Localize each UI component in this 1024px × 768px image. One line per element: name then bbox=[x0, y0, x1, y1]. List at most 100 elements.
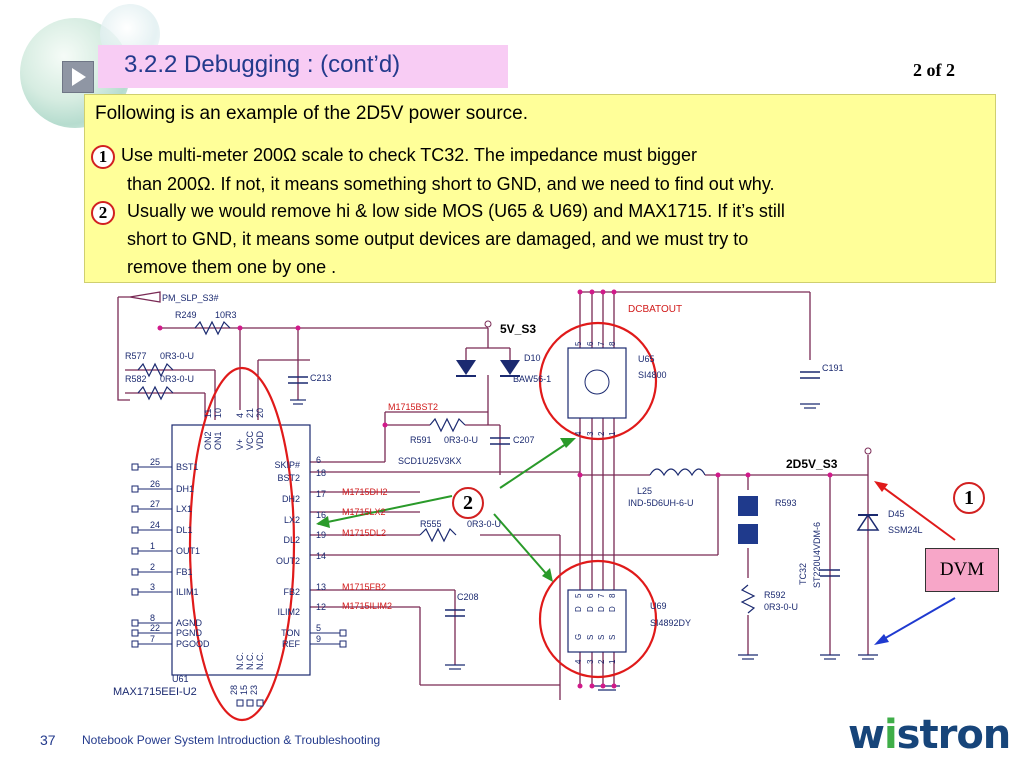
u61-pin-number: 25 bbox=[150, 457, 160, 467]
u61-pin-number: 3 bbox=[150, 582, 155, 592]
u61-pin-number: 26 bbox=[150, 479, 160, 489]
u69-pin-number: 4 bbox=[574, 659, 583, 664]
u61-pin-labels: BST125DH126LX127DL124OUT11FB12ILIM13AGND… bbox=[131, 341, 617, 707]
net-lx2-label: M1715LX2 bbox=[342, 507, 386, 517]
u61-highlight-ellipse bbox=[188, 366, 296, 722]
slide-title-bar: 3.2.2 Debugging : (cont’d) bbox=[98, 45, 508, 88]
u65-pin-number: 4 bbox=[574, 431, 583, 436]
step-number-1: 1 bbox=[91, 145, 115, 169]
step1-line1: Use multi-meter 200Ω scale to check TC32… bbox=[121, 145, 698, 165]
u61-pin-bst1: BST1 bbox=[176, 462, 199, 472]
u61-pin-number: 14 bbox=[316, 551, 326, 561]
u69-mosfet-body bbox=[567, 589, 627, 653]
u61-pin-skip: SKIP# bbox=[274, 460, 300, 470]
intro-text: Following is an example of the 2D5V powe… bbox=[95, 103, 529, 124]
u61-pin-dh2: DH2 bbox=[282, 494, 300, 504]
u69-label: U69 bbox=[650, 601, 667, 611]
u61-pin-number: 10 bbox=[213, 408, 223, 418]
u69-pin-letter: S bbox=[586, 635, 595, 640]
u65-part: SI4800 bbox=[638, 370, 667, 380]
u61-pin-number: 11 bbox=[203, 409, 213, 418]
u61-pin-bst2: BST2 bbox=[277, 473, 300, 483]
u61-pin-number: 24 bbox=[150, 520, 160, 530]
u61-pin-number: 19 bbox=[316, 530, 326, 540]
u61-pin-lx1: LX1 bbox=[176, 504, 192, 514]
u61-pin-nc: N.C. bbox=[255, 652, 265, 670]
u61-pin-number: 1 bbox=[150, 541, 155, 551]
u61-pin-number: 7 bbox=[150, 634, 155, 644]
d10-label: D10 bbox=[524, 353, 541, 363]
u69-pin-letter: S bbox=[597, 635, 606, 640]
u69-pin-number: 5 bbox=[574, 593, 583, 598]
u61-pin-number: 28 bbox=[229, 685, 239, 695]
u61-pin-pad bbox=[131, 640, 139, 648]
u69-pin-letter: D bbox=[597, 606, 606, 612]
u65-pin-number: 1 bbox=[608, 431, 617, 436]
u61-pin-pgnd: PGND bbox=[176, 628, 203, 638]
c213-label: C213 bbox=[310, 373, 332, 383]
d45-label: D45 bbox=[888, 509, 905, 519]
u61-part: MAX1715EEI-U2 bbox=[113, 686, 197, 698]
step2-line1: Usually we would remove hi & low side MO… bbox=[127, 201, 785, 221]
u61-pin-number: 21 bbox=[245, 408, 255, 418]
r591-value: 0R3-0-U bbox=[444, 435, 478, 445]
r577-label: R577 bbox=[125, 351, 147, 361]
u61-pin-number: 16 bbox=[316, 510, 326, 520]
u69-pin-number: 7 bbox=[597, 593, 606, 598]
net-bst2-label: M1715BST2 bbox=[388, 402, 438, 412]
u61-pin-pad bbox=[339, 629, 347, 637]
u61-pin-dl1: DL1 bbox=[176, 525, 193, 535]
u61-pin-number: 15 bbox=[239, 685, 249, 695]
r592-label: R592 bbox=[764, 590, 786, 600]
u61-pin-pgood: PGOOD bbox=[176, 639, 210, 649]
r593-block-top bbox=[738, 496, 758, 516]
u61-pin-pad bbox=[131, 629, 139, 637]
u61-pin-pad bbox=[246, 699, 254, 707]
u69-pin-letter: D bbox=[574, 606, 583, 612]
u61-pin-out1: OUT1 bbox=[176, 546, 200, 556]
instruction-box: Following is an example of the 2D5V powe… bbox=[84, 94, 996, 283]
u65-label: U65 bbox=[638, 354, 655, 364]
net-ilim2-label: M1715ILIM2 bbox=[342, 601, 392, 611]
d10-diode-a-icon bbox=[456, 360, 476, 375]
r249-value: 10R3 bbox=[215, 310, 237, 320]
u61-pin-ton: TON bbox=[281, 628, 300, 638]
u69-pin-number: 3 bbox=[586, 659, 595, 664]
r555-value: 0R3-0-U bbox=[467, 519, 501, 529]
u65-pin-number: 3 bbox=[586, 431, 595, 436]
u61-pin-fb2: FB2 bbox=[283, 587, 300, 597]
u61-pin-pad bbox=[131, 526, 139, 534]
u69-pin-number: 2 bbox=[597, 659, 606, 664]
u61-pin-pad bbox=[131, 619, 139, 627]
r582-value: 0R3-0-U bbox=[160, 374, 194, 384]
r555-label: R555 bbox=[420, 519, 442, 529]
d10-diode-b-icon bbox=[500, 360, 520, 375]
u61-pin-pad bbox=[131, 568, 139, 576]
u65-mosfet-body bbox=[567, 347, 627, 419]
u61-pin-number: 22 bbox=[150, 623, 160, 633]
u61-pin-pad bbox=[131, 463, 139, 471]
u61-label: U61 bbox=[172, 674, 189, 684]
u61-pin-number: 23 bbox=[249, 685, 259, 695]
u61-pin-vplus: V+ bbox=[235, 439, 245, 450]
play-icon bbox=[62, 61, 94, 93]
u69-pin-letter: G bbox=[574, 634, 583, 640]
page-indicator: 2 of 2 bbox=[913, 60, 955, 80]
u61-pin-fb1: FB1 bbox=[176, 567, 193, 577]
u61-pin-number: 18 bbox=[316, 468, 326, 478]
r593-block-bottom bbox=[738, 524, 758, 544]
c207-label: C207 bbox=[513, 435, 535, 445]
u61-pin-ilim1: ILIM1 bbox=[176, 587, 199, 597]
u61-pin-out2: OUT2 bbox=[276, 556, 300, 566]
u61-pin-number: 27 bbox=[150, 499, 160, 509]
d10-part: BAW56-1 bbox=[513, 374, 551, 384]
u61-pin-pad bbox=[256, 699, 264, 707]
tc32-part: ST220U4VDM-6 bbox=[812, 522, 822, 588]
u61-pin-number: 17 bbox=[316, 489, 326, 499]
u65-pin-number: 8 bbox=[608, 341, 617, 346]
net-pm-slp-label: PM_SLP_S3# bbox=[162, 293, 219, 303]
u61-pin-number: 13 bbox=[316, 582, 326, 592]
net-dl2-label: M1715DL2 bbox=[342, 528, 386, 538]
u61-pin-on2: ON2 bbox=[203, 431, 213, 450]
dcbatout-label: DCBATOUT bbox=[628, 304, 682, 315]
